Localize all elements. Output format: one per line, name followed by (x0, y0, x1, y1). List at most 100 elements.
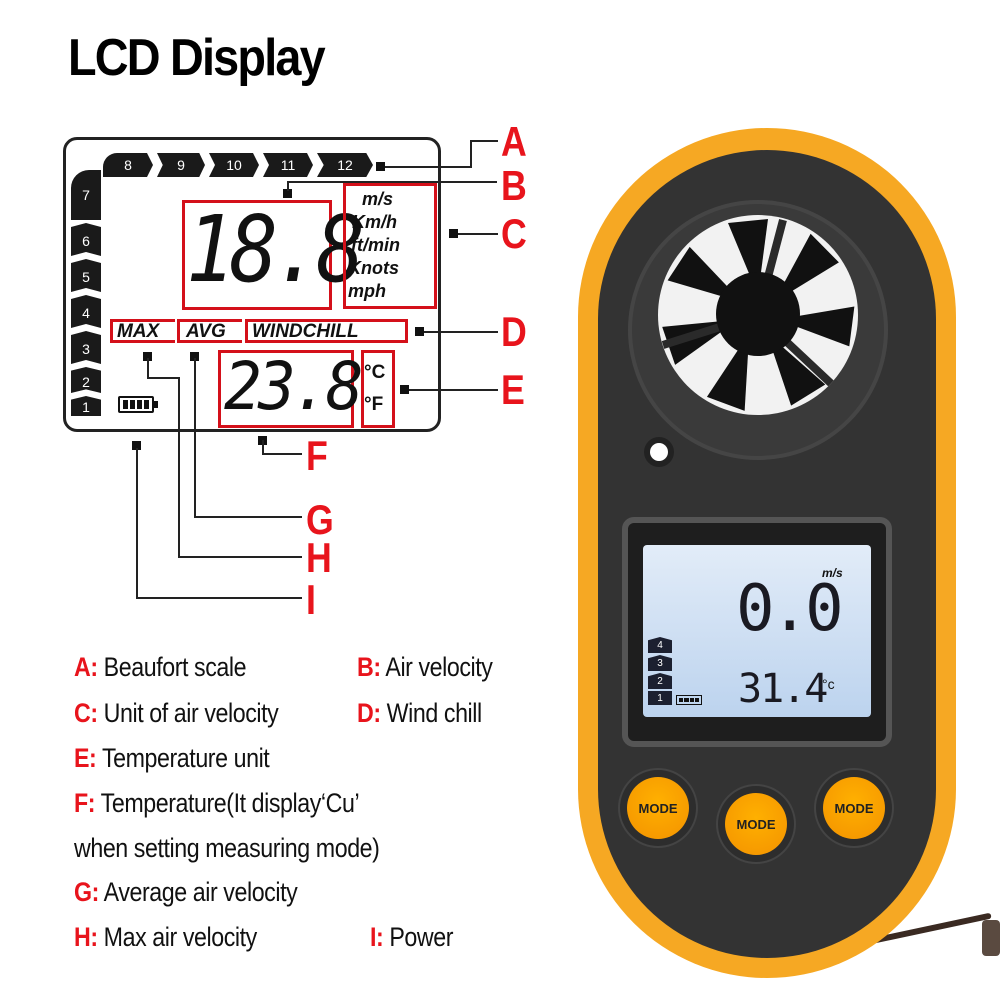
legend-a: A: Beaufort scale (74, 652, 247, 682)
temperature-reading: 23.8 (224, 348, 364, 425)
callout-g: G (306, 496, 334, 543)
screen-beaufort-segment: 3 (648, 655, 672, 671)
temperature-box (218, 350, 354, 428)
beaufort-segment: 10 (209, 153, 259, 177)
screen-beaufort-segment: 1 (648, 691, 672, 705)
callout-line-h (178, 377, 180, 557)
legend-b: B: Air velocity (357, 652, 493, 682)
callout-line-c (458, 233, 498, 235)
beaufort-segment: 9 (157, 153, 205, 177)
light-sensor-dot (650, 443, 668, 461)
callout-a: A (501, 118, 527, 165)
callout-line-h (147, 358, 149, 378)
indicator-avg: AVG (177, 319, 242, 343)
screen-battery-icon (676, 695, 702, 705)
callout-line-i (136, 597, 302, 599)
callout-i: I (306, 576, 316, 623)
screen-temp-unit: °c (822, 676, 835, 692)
callout-b: B (501, 162, 527, 209)
callout-line-i (136, 448, 138, 599)
mode-button-left[interactable]: MODE (627, 777, 689, 839)
temp-unit-c: °C (364, 362, 386, 383)
air-velocity-reading: 18.8 (186, 196, 365, 303)
callout-f: F (306, 432, 328, 479)
unit-ms: m/s (362, 189, 394, 209)
callout-line-b (287, 181, 497, 183)
battery-icon (118, 396, 154, 413)
beaufort-segment: 12 (317, 153, 373, 177)
callout-line-g (194, 358, 196, 518)
legend-c: C: Unit of air velocity (74, 698, 279, 728)
mode-button-center[interactable]: MODE (725, 793, 787, 855)
beaufort-segment: 2 (71, 367, 101, 393)
callout-marker-h (143, 352, 152, 361)
callout-marker-g (190, 352, 199, 361)
screen-beaufort-segment: 4 (648, 637, 672, 653)
mode-button-right[interactable]: MODE (823, 777, 885, 839)
callout-c: C (501, 210, 527, 257)
callout-line-d (424, 331, 498, 333)
screen-speed: 0.0 (736, 572, 844, 646)
page-title: LCD Display (68, 29, 326, 87)
fan-hub (716, 272, 800, 356)
callout-marker-e (400, 385, 409, 394)
indicator-max: MAX (110, 319, 175, 343)
unit-kmh: Km/h (352, 212, 397, 232)
units-box (343, 183, 437, 309)
callout-line-g (194, 516, 302, 518)
beaufort-top-row: 8 9 10 11 12 (103, 153, 373, 177)
temp-unit-f: °F (364, 394, 384, 415)
callout-line-a (470, 140, 472, 168)
unit-knots: Knots (348, 258, 399, 278)
mode-button-right-ring: MODE (816, 770, 892, 846)
legend-f-cont: when setting measuring mode) (74, 833, 380, 863)
screen-temp: 31.4 (738, 666, 828, 712)
mode-button-left-ring: MODE (620, 770, 696, 846)
mode-button-center-ring: MODE (718, 786, 794, 862)
callout-d: D (501, 308, 527, 355)
lanyard-clip (982, 920, 1000, 956)
device-screen (643, 545, 871, 717)
legend-i: I: Power (370, 922, 454, 952)
legend-f: F: Temperature(It display‘Cu’ (74, 788, 360, 818)
beaufort-segment: 5 (71, 259, 101, 292)
unit-ftmin: ft/min (351, 235, 400, 255)
callout-marker-i (132, 441, 141, 450)
beaufort-left-column: 7 6 5 4 3 2 1 (71, 170, 101, 416)
lcd-diagram-frame (63, 137, 441, 432)
callout-e: E (501, 366, 525, 413)
callout-marker-c (449, 229, 458, 238)
beaufort-segment: 11 (263, 153, 313, 177)
callout-line-h (147, 377, 179, 379)
indicator-windchill: WINDCHILL (245, 319, 408, 343)
callout-h: H (306, 534, 332, 581)
callout-marker-d (415, 327, 424, 336)
unit-mph: mph (348, 281, 386, 301)
beaufort-segment: 8 (103, 153, 153, 177)
callout-line-h (178, 556, 302, 558)
battery-tip (154, 401, 158, 408)
legend-d: D: Wind chill (357, 698, 482, 728)
screen-unit: m/s (822, 566, 843, 580)
callout-line-f (262, 453, 302, 455)
legend-e: E: Temperature unit (74, 743, 270, 773)
beaufort-segment: 3 (71, 331, 101, 364)
callout-line-e (409, 389, 498, 391)
screen-beaufort: 4 3 2 1 (648, 637, 672, 705)
beaufort-segment: 6 (71, 223, 101, 256)
beaufort-segment: 4 (71, 295, 101, 328)
callout-marker-b (283, 189, 292, 198)
temp-unit-box (361, 350, 395, 428)
beaufort-segment: 1 (71, 396, 101, 416)
callout-line-f (262, 440, 264, 454)
legend-h: H: Max air velocity (74, 922, 257, 952)
callout-line-a (470, 140, 498, 142)
air-velocity-box (182, 200, 332, 310)
legend-g: G: Average air velocity (74, 877, 298, 907)
screen-beaufort-segment: 2 (648, 673, 672, 689)
units-list: m/s Km/h ft/min Knots mph (348, 188, 400, 303)
callout-line-b (287, 181, 289, 191)
callout-marker-a (376, 162, 385, 171)
callout-line-a (385, 166, 471, 168)
beaufort-segment: 7 (71, 170, 101, 220)
